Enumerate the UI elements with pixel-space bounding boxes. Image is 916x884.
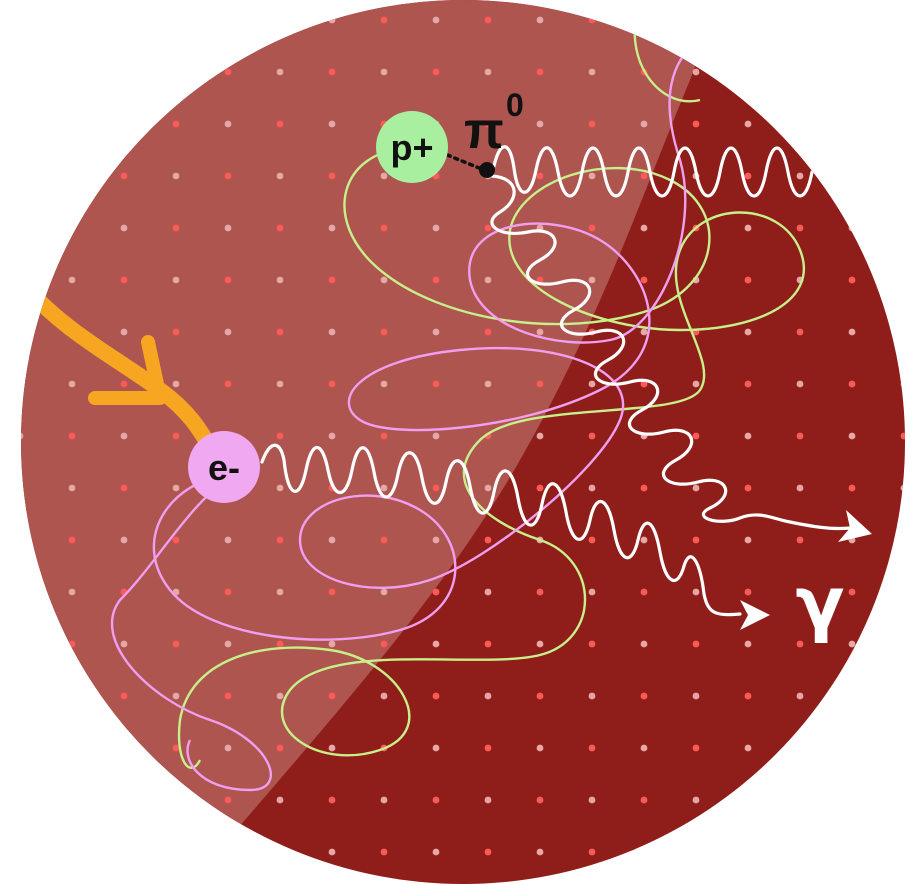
electron-label: e- [208,447,240,488]
proton-circle [376,111,448,183]
arrowhead-icon [740,600,770,630]
pion-dot [479,162,495,178]
orange-arrow-icon [88,335,167,405]
proton-label: p+ [390,127,433,168]
pion-label: π 0 [464,87,524,160]
photon-wave-2 [492,145,814,198]
pion-superscript: 0 [506,87,524,123]
electron-trajectory [110,39,701,792]
electron: e- [188,431,260,503]
electron-circle [188,431,260,503]
photon-wave-1 [260,443,742,617]
pion-symbol: π [464,102,504,160]
photon-label: γ [795,561,844,645]
pion-link [438,150,486,172]
photon-wave-3 [490,174,852,531]
proton: p+ [376,111,448,183]
arrowhead-icon [838,510,872,542]
